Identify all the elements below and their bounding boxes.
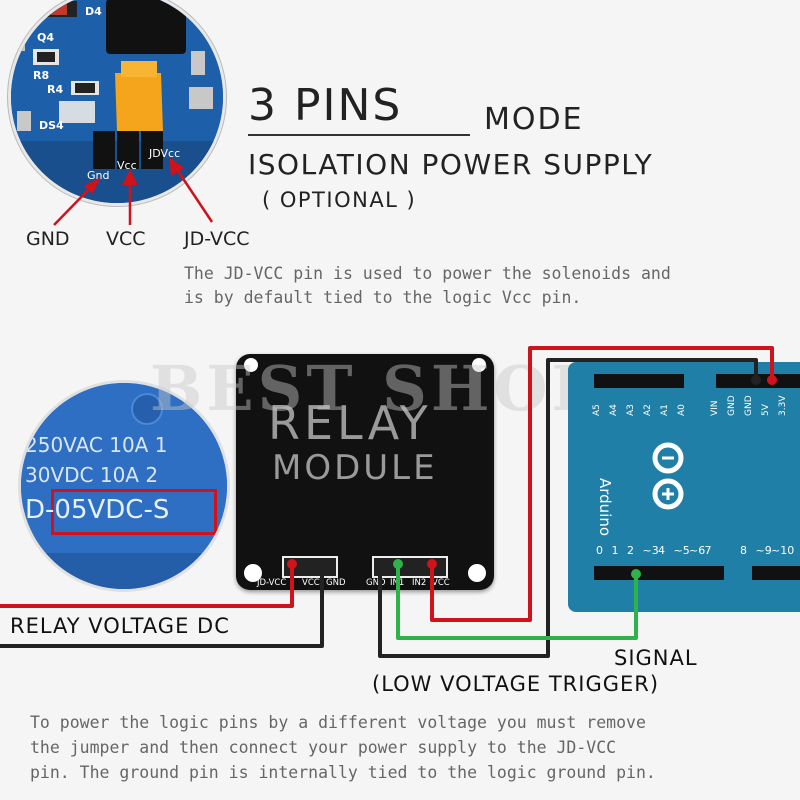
silk-vcc: Vcc: [117, 159, 137, 172]
relay-zoom-callout: 250VAC 10A 1 30VDC 10A 2 D-05VDC-S: [18, 380, 230, 592]
pin-vcc-left: VCC: [302, 578, 320, 588]
subtitle: ISOLATION POWER SUPPLY: [248, 148, 654, 181]
relay-spec-line1: 250VAC 10A 1: [25, 433, 168, 457]
arduino-bottom-pin-label: ~9: [755, 544, 772, 557]
silk-r8: R8: [33, 69, 50, 82]
title-underline: [248, 134, 470, 136]
arduino-logo-icon: [648, 440, 688, 516]
title-suffix: MODE: [484, 102, 584, 137]
relay-spec-line3: D-05VDC-S: [25, 495, 170, 525]
relay-voltage-highlight: [51, 489, 217, 535]
page-title: 3 PINS: [248, 80, 403, 131]
label-gnd: GND: [26, 228, 70, 250]
arduino-bottom-pin-label: 7: [704, 544, 712, 557]
description-bottom-line2: the jumper and then connect your power s…: [30, 738, 617, 757]
yellow-jumper: [115, 73, 163, 131]
description-top: The JD-VCC pin is used to power the sole…: [184, 262, 671, 310]
label-vcc: VCC: [106, 228, 146, 250]
silk-q4: Q4: [37, 31, 55, 44]
arduino-bottom-pin-label: 4: [658, 544, 665, 557]
signal-label: SIGNAL: [614, 646, 698, 670]
relay-voltage-label: RELAY VOLTAGE DC: [10, 614, 230, 638]
arduino-top-header-1: [594, 374, 684, 388]
relay-module-title-2: MODULE: [272, 448, 438, 488]
description-bottom: To power the logic pins by a different v…: [30, 710, 656, 785]
label-jdvcc: JD-VCC: [184, 228, 250, 250]
description-bottom-line3: pin. The ground pin is internally tied t…: [30, 763, 656, 782]
arduino-bottom-pin-label: ~3: [642, 544, 659, 557]
relay-spec-line2: 30VDC 10A 2: [25, 463, 159, 487]
wire-vcc-5v-red: [430, 346, 774, 622]
jumper-board-illustration: [11, 0, 223, 203]
arduino-bottom-header-1: [594, 566, 724, 580]
description-top-line1: The JD-VCC pin is used to power the sole…: [184, 264, 671, 283]
arduino-bottom-pin-label: 1: [611, 544, 619, 557]
silk-r4: R4: [47, 83, 64, 96]
pin-gnd-right: GND: [366, 578, 386, 588]
silk-ds4: DS4: [39, 119, 64, 132]
optional-note: ( OPTIONAL ): [262, 188, 417, 212]
header-block: [106, 0, 186, 54]
description-top-line2: is by default tied to the logic Vcc pin.: [184, 288, 582, 307]
arduino-bottom-pin-label: ~10: [771, 544, 795, 557]
pin-in2: IN2: [412, 578, 427, 588]
wire-relay-voltage-red: [0, 564, 294, 608]
arduino-bottom-header-2: [752, 566, 800, 580]
arduino-bottom-pin-label: 0: [596, 544, 603, 557]
pin-jdvcc: JD-VCC: [257, 578, 287, 588]
description-bottom-line1: To power the logic pins by a different v…: [30, 713, 646, 732]
led-ds4: [59, 101, 95, 123]
relay-module-title-1: RELAY: [268, 396, 432, 450]
trigger-label: (LOW VOLTAGE TRIGGER): [372, 672, 660, 696]
relay-module-board: [236, 354, 494, 590]
arduino-bottom-pin-label: ~6: [689, 544, 706, 557]
jumper-zoom-callout: D4 Q4 R8 R4 DS4 Gnd Vcc JDVcc: [8, 0, 226, 206]
wire-gnd-black: [378, 358, 758, 658]
silk-d4: D4: [85, 5, 102, 18]
arduino-bottom-pin-label: 2: [627, 544, 634, 557]
pin-gnd-left: GND: [326, 578, 346, 588]
arduino-bottom-pin-label: ~5: [673, 544, 690, 557]
wire-signal-green: [396, 564, 638, 640]
pin-vcc-right: VCC: [432, 578, 450, 588]
arduino-bottom-pin-label: 8: [740, 544, 747, 557]
silk-jdvcc: JDVcc: [149, 147, 181, 160]
wire-relay-gnd-black: [0, 564, 324, 648]
